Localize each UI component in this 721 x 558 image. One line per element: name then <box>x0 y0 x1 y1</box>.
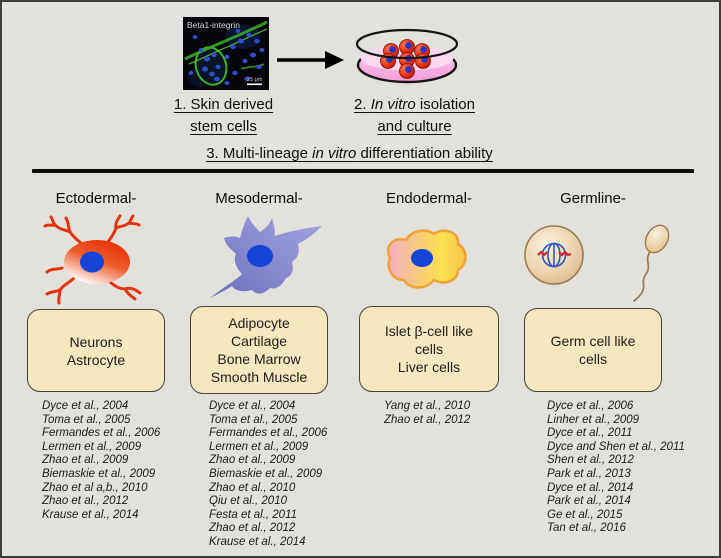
reference-item: Zhao et al., 2009 <box>42 454 129 467</box>
cell-type: Bone Marrow <box>217 351 301 367</box>
reference-item: Lermen et al., 2009 <box>42 440 142 453</box>
fibroblast-cell-icon <box>210 216 322 298</box>
reference-item: Dyce and Shen et al., 2011 <box>547 440 685 453</box>
step2-prefix: 2. <box>354 96 371 113</box>
chromosomes <box>537 250 572 257</box>
cell-type: Germ cell like cells <box>550 333 636 367</box>
column-label-mesodermal: Mesodermal- <box>215 190 303 207</box>
cultured-cells <box>380 39 431 79</box>
reference-item: Toma et al., 2005 <box>42 413 131 426</box>
column-label-endodermal: Endodermal- <box>386 190 472 207</box>
reference-item: Dyce et al., 2006 <box>547 400 634 412</box>
step3-italic: in vitro <box>312 145 357 162</box>
reference-item: Fermandes et al., 2006 <box>42 427 161 440</box>
sperm-icon <box>633 224 670 302</box>
cell-types-box-germline: Germ cell like cells <box>524 308 662 392</box>
reference-item: Tan et al., 2016 <box>547 522 626 535</box>
micrograph-stain-label: Beta1-integrin <box>187 20 240 30</box>
step2-label: 2. In vitro isolation and culture <box>342 94 487 138</box>
reference-item: Dyce et al., 2004 <box>42 400 129 412</box>
step1-line1: 1. Skin derived <box>173 96 274 113</box>
column-label-germline: Germline- <box>560 190 626 207</box>
islet-cell-nucleus <box>411 249 433 267</box>
reference-item: Zhao et al., 2010 <box>209 481 296 494</box>
reference-item: Krause et al., 2014 <box>209 535 306 548</box>
step2-suffix: isolation <box>415 96 475 113</box>
reference-item: Zhao et al., 2009 <box>209 454 296 467</box>
micrograph-scale-bar-label: 25 μm <box>247 77 263 83</box>
cell-type: Adipocyte <box>228 315 290 331</box>
reference-item: Krause et al., 2014 <box>42 508 139 521</box>
islet-cell-icon <box>387 229 467 289</box>
reference-item: Zhao et al., 2012 <box>384 413 471 426</box>
cell-type: Islet β-cell like cells <box>384 323 474 357</box>
oocyte-icon <box>524 225 584 285</box>
step3-heading: 3. Multi-lineage in vitro differentiatio… <box>12 145 687 162</box>
cell-type: Neurons <box>69 333 123 350</box>
reference-item: Dyce et al., 2014 <box>547 481 634 494</box>
cell-type: Liver cells <box>397 359 461 375</box>
reference-item: Yang et al., 2010 <box>384 400 471 412</box>
reference-item: Toma et al., 2005 <box>209 413 298 426</box>
reference-item: Festa et al., 2011 <box>209 508 298 521</box>
step2-line1: 2. In vitro isolation <box>342 94 487 116</box>
petri-dish-illustration <box>355 28 459 84</box>
reference-item: Ge et al., 2015 <box>547 508 623 521</box>
reference-item: Zhao et al., 2012 <box>209 522 296 535</box>
cell-type: Astrocyte <box>66 351 126 368</box>
reference-item: Qiu et al., 2010 <box>209 495 287 508</box>
reference-item: Lermen et al., 2009 <box>209 440 309 453</box>
fibroblast-nucleus <box>247 245 273 267</box>
cell-type: Smooth Muscle <box>210 369 308 385</box>
step2-line2: and culture <box>377 118 452 135</box>
reference-item: Park et al., 2014 <box>547 495 631 508</box>
reference-item: Linher et al., 2009 <box>547 413 640 426</box>
micrograph-scale-bar <box>247 83 262 86</box>
step1-label: 1. Skin derived stem cells <box>151 94 296 138</box>
step1-line2: stem cells <box>190 118 257 135</box>
cell-type: Cartilage <box>230 333 288 349</box>
reference-item: Biemaskie et al., 2009 <box>209 467 323 480</box>
reference-item: Shen et al., 2012 <box>547 454 634 467</box>
skin-micrograph-image: Beta1-integrin 25 μm <box>183 17 269 90</box>
reference-item: Dyce et al., 2011 <box>547 427 633 440</box>
reference-item: Park et al., 2013 <box>547 467 631 480</box>
reference-item: Dyce et al., 2004 <box>209 400 296 412</box>
arrow-icon <box>277 51 344 69</box>
reference-item: Biemaskie et al., 2009 <box>42 467 156 480</box>
step2-italic: In vitro <box>370 96 416 113</box>
column-label-ectodermal: Ectodermal- <box>55 190 137 207</box>
step3-prefix: 3. Multi-lineage <box>206 145 313 162</box>
section-divider-line <box>32 169 694 173</box>
reference-item: Zhao et al., 2012 <box>42 495 129 508</box>
step3-text: 3. Multi-lineage in vitro differentiatio… <box>206 145 493 162</box>
neuron-nucleus <box>80 251 104 273</box>
reference-item: Zhao et al a,b., 2010 <box>42 481 148 494</box>
neuron-cell-icon <box>43 214 142 305</box>
reference-item: Fermandes et al., 2006 <box>209 427 328 440</box>
step3-suffix: differentiation ability <box>356 145 493 162</box>
